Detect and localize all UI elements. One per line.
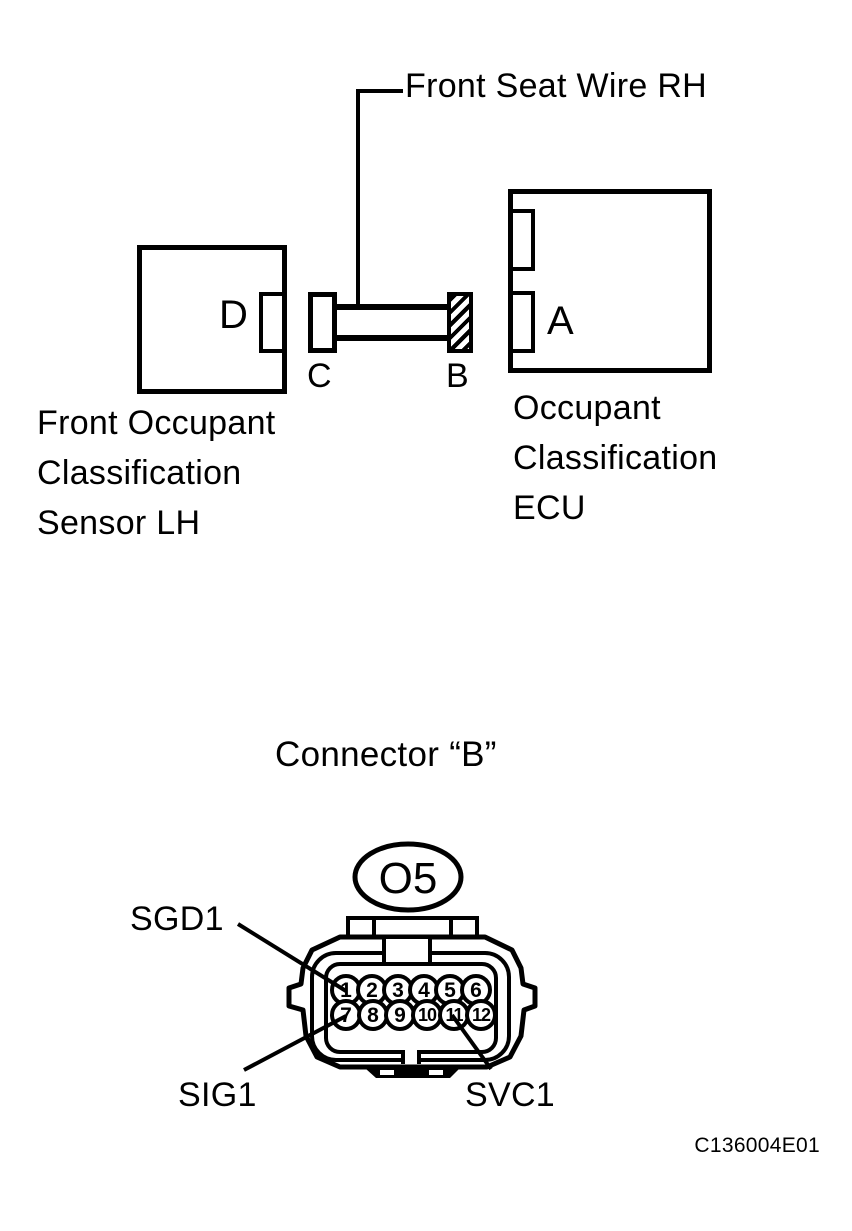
pin-4-circle <box>408 974 440 1006</box>
sensor-caption: Front Occupant Classification Sensor LH <box>37 398 276 548</box>
connector-b-letter: B <box>446 357 469 395</box>
terminal-label-svc1: SVC1 <box>465 1076 556 1114</box>
terminal-label-sig1: SIG1 <box>178 1076 257 1114</box>
pin-7-number: 7 <box>340 1004 352 1027</box>
pin-8-number: 8 <box>367 1004 379 1027</box>
wire-harness-bar <box>335 304 449 341</box>
connector-foot <box>366 1069 459 1078</box>
connector-top-plate <box>346 916 479 939</box>
ecu-box <box>508 189 712 373</box>
pin-10-circle <box>411 999 443 1031</box>
sensor-box-letter: D <box>219 293 248 337</box>
pin-6-circle <box>460 974 492 1006</box>
pin-4-number: 4 <box>418 979 430 1002</box>
connector-keyway-fill <box>386 939 428 963</box>
connector-foot-slot-left <box>380 1070 394 1075</box>
sensor-caption-line3: Sensor LH <box>37 504 201 542</box>
ecu-caption-line3: ECU <box>513 489 586 527</box>
pin-12-circle <box>465 999 497 1031</box>
pin-2-circle <box>356 974 388 1006</box>
connector-code-oval <box>352 841 464 913</box>
ecu-caption: Occupant Classification ECU <box>513 383 718 533</box>
connector-bottom-notch-fill <box>405 1050 417 1063</box>
pin-1-number: 1 <box>340 979 352 1002</box>
pin-9-number: 9 <box>394 1004 406 1027</box>
ecu-box-tab-lower <box>509 291 535 353</box>
terminal-label-sgd1: SGD1 <box>130 900 224 938</box>
connector-view-title: Connector “B” <box>275 735 497 774</box>
pin-8-circle <box>357 999 389 1031</box>
connector-c-letter: C <box>307 357 332 395</box>
pin-1-circle <box>330 974 362 1006</box>
ecu-box-tab-upper <box>509 209 535 271</box>
sensor-box-tab <box>259 292 286 353</box>
connector-foot-slot-right <box>429 1070 443 1075</box>
figure-code: C136004E01 <box>694 1134 820 1157</box>
ecu-box-letter: A <box>547 299 574 343</box>
connector-ear-left <box>346 916 376 940</box>
ecu-caption-line2: Classification <box>513 439 718 477</box>
pin-6-number: 6 <box>470 979 482 1002</box>
wire-harness-label: Front Seat Wire RH <box>405 67 708 105</box>
pin-11-number: 11 <box>445 1005 463 1025</box>
sensor-caption-line1: Front Occupant <box>37 404 276 442</box>
connector-b-body <box>447 292 473 353</box>
connector-pin-cavity <box>324 962 498 1054</box>
pin-5-circle <box>434 974 466 1006</box>
pin-3-number: 3 <box>392 979 404 1002</box>
pin-10-number: 10 <box>418 1005 437 1025</box>
connector-outer-body <box>286 934 538 1070</box>
sgd1-leader-line <box>236 922 348 993</box>
svc1-leader-line <box>450 1013 493 1071</box>
pin-12-number: 12 <box>472 1005 491 1025</box>
ecu-caption-line1: Occupant <box>513 389 661 427</box>
connector-c-body <box>308 292 337 353</box>
pin-2-number: 2 <box>366 979 378 1002</box>
connector-inner-ring <box>310 951 511 1062</box>
connector-code-text: O5 <box>379 854 438 903</box>
sensor-caption-line2: Classification <box>37 454 242 492</box>
wire-label-leader-line <box>356 89 403 306</box>
pin-9-circle <box>384 999 416 1031</box>
connector-ear-right <box>449 916 479 940</box>
pin-11-circle <box>438 999 470 1031</box>
sig1-leader-line <box>243 1014 347 1072</box>
pin-7-circle <box>330 999 362 1031</box>
pin-5-number: 5 <box>444 979 456 1002</box>
pin-3-circle <box>382 974 414 1006</box>
